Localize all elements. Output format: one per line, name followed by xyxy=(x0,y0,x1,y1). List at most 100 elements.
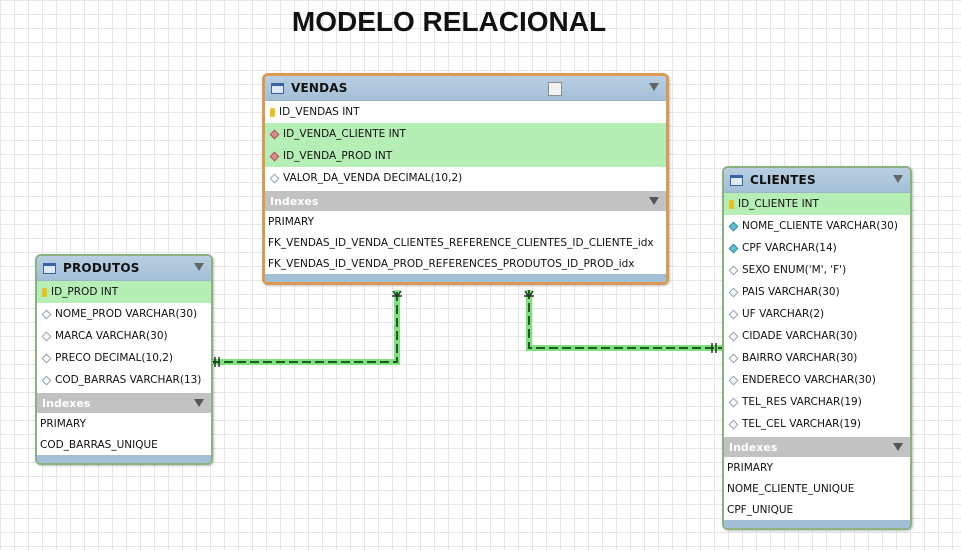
column-row[interactable]: COD_BARRAS VARCHAR(13) xyxy=(37,369,211,391)
column-icon xyxy=(728,331,739,341)
column-row[interactable]: ID_PROD INT xyxy=(37,281,211,303)
indexes-label: Indexes xyxy=(729,440,778,454)
column-row[interactable]: TEL_CEL VARCHAR(19) xyxy=(724,413,910,435)
column-row[interactable]: CIDADE VARCHAR(30) xyxy=(724,325,910,347)
collapse-arrow-icon[interactable] xyxy=(649,197,659,205)
column-icon xyxy=(41,375,52,385)
table-clientes[interactable]: CLIENTES ID_CLIENTE INT NOME_CLIENTE VAR… xyxy=(722,166,912,530)
index-label: PRIMARY xyxy=(268,215,315,228)
index-row[interactable]: FK_VENDAS_ID_VENDA_PROD_REFERENCES_PRODU… xyxy=(265,253,666,274)
column-label: PAIS VARCHAR(30) xyxy=(742,286,840,298)
index-label: FK_VENDAS_ID_VENDA_CLIENTES_REFERENCE_CL… xyxy=(268,236,654,249)
relationship-vendas-produtos[interactable] xyxy=(211,290,402,367)
column-label: CPF VARCHAR(14) xyxy=(742,242,837,254)
column-label: UF VARCHAR(2) xyxy=(742,308,825,320)
column-row[interactable]: NOME_PROD VARCHAR(30) xyxy=(37,303,211,325)
column-label: NOME_PROD VARCHAR(30) xyxy=(55,308,198,320)
column-label: ID_CLIENTE INT xyxy=(738,198,819,210)
column-label: TEL_CEL VARCHAR(19) xyxy=(742,418,862,430)
column-label: COD_BARRAS VARCHAR(13) xyxy=(55,374,202,386)
primary-key-icon xyxy=(270,107,275,117)
column-label: SEXO ENUM('M', 'F') xyxy=(742,264,847,276)
column-row[interactable]: NOME_CLIENTE VARCHAR(30) xyxy=(724,215,910,237)
collapse-arrow-icon[interactable] xyxy=(194,399,204,407)
table-name: CLIENTES xyxy=(750,173,816,187)
index-row[interactable]: NOME_CLIENTE_UNIQUE xyxy=(724,478,910,499)
indexes-header[interactable]: Indexes xyxy=(37,393,211,413)
collapse-arrow-icon[interactable] xyxy=(649,83,659,91)
table-icon xyxy=(730,174,743,186)
column-row[interactable]: ID_CLIENTE INT xyxy=(724,193,910,215)
table-name: VENDAS xyxy=(291,81,348,95)
table-footer xyxy=(724,520,910,528)
column-row[interactable]: PAIS VARCHAR(30) xyxy=(724,281,910,303)
column-row[interactable]: ENDERECO VARCHAR(30) xyxy=(724,369,910,391)
column-icon xyxy=(269,173,280,183)
collapse-arrow-icon[interactable] xyxy=(194,263,204,271)
collapse-arrow-icon[interactable] xyxy=(893,443,903,451)
table-footer xyxy=(37,455,211,463)
column-icon xyxy=(41,331,52,341)
column-label: BAIRRO VARCHAR(30) xyxy=(742,352,858,364)
index-label: PRIMARY xyxy=(727,461,774,474)
column-row[interactable]: SEXO ENUM('M', 'F') xyxy=(724,259,910,281)
table-footer xyxy=(265,274,666,282)
indexes-header[interactable]: Indexes xyxy=(265,191,666,211)
index-row[interactable]: PRIMARY xyxy=(265,211,666,232)
column-label: ID_VENDA_PROD INT xyxy=(283,150,393,162)
indexes-header[interactable]: Indexes xyxy=(724,437,910,457)
primary-key-icon xyxy=(729,199,734,209)
index-row[interactable]: PRIMARY xyxy=(724,457,910,478)
column-row[interactable]: BAIRRO VARCHAR(30) xyxy=(724,347,910,369)
unique-column-icon xyxy=(728,243,739,253)
table-icon xyxy=(43,262,56,274)
index-label: COD_BARRAS_UNIQUE xyxy=(40,438,158,451)
column-row[interactable]: TEL_RES VARCHAR(19) xyxy=(724,391,910,413)
index-label: CPF_UNIQUE xyxy=(727,503,794,516)
index-row[interactable]: CPF_UNIQUE xyxy=(724,499,910,520)
checkbox-icon[interactable] xyxy=(548,82,562,96)
table-vendas[interactable]: VENDAS ID_VENDAS INT ID_VENDA_CLIENTE IN… xyxy=(262,73,669,285)
column-row[interactable]: ID_VENDA_PROD INT xyxy=(265,145,666,167)
column-row[interactable]: CPF VARCHAR(14) xyxy=(724,237,910,259)
column-label: TEL_RES VARCHAR(19) xyxy=(742,396,862,408)
column-label: ENDERECO VARCHAR(30) xyxy=(742,374,876,386)
column-label: ID_PROD INT xyxy=(51,286,119,298)
indexes-label: Indexes xyxy=(270,194,319,208)
column-icon xyxy=(728,353,739,363)
column-label: MARCA VARCHAR(30) xyxy=(55,330,168,342)
table-header[interactable]: VENDAS xyxy=(265,76,666,101)
column-icon xyxy=(728,265,739,275)
table-header[interactable]: PRODUTOS xyxy=(37,256,211,281)
table-produtos[interactable]: PRODUTOS ID_PROD INT NOME_PROD VARCHAR(3… xyxy=(35,254,213,465)
table-icon xyxy=(271,82,284,94)
collapse-arrow-icon[interactable] xyxy=(893,175,903,183)
column-row[interactable]: MARCA VARCHAR(30) xyxy=(37,325,211,347)
foreign-key-icon xyxy=(269,129,280,139)
column-row[interactable]: UF VARCHAR(2) xyxy=(724,303,910,325)
relationship-vendas-clientes[interactable] xyxy=(524,290,722,353)
index-label: FK_VENDAS_ID_VENDA_PROD_REFERENCES_PRODU… xyxy=(268,257,635,270)
index-row[interactable]: COD_BARRAS_UNIQUE xyxy=(37,434,211,455)
column-row[interactable]: ID_VENDA_CLIENTE INT xyxy=(265,123,666,145)
index-row[interactable]: FK_VENDAS_ID_VENDA_CLIENTES_REFERENCE_CL… xyxy=(265,232,666,253)
index-row[interactable]: PRIMARY xyxy=(37,413,211,434)
column-label: VALOR_DA_VENDA DECIMAL(10,2) xyxy=(283,172,463,184)
column-label: CIDADE VARCHAR(30) xyxy=(742,330,858,342)
column-icon xyxy=(728,287,739,297)
indexes-label: Indexes xyxy=(42,396,91,410)
primary-key-icon xyxy=(42,287,47,297)
table-header[interactable]: CLIENTES xyxy=(724,168,910,193)
index-label: NOME_CLIENTE_UNIQUE xyxy=(727,482,855,495)
table-name: PRODUTOS xyxy=(63,261,140,275)
column-row[interactable]: PRECO DECIMAL(10,2) xyxy=(37,347,211,369)
column-row[interactable]: ID_VENDAS INT xyxy=(265,101,666,123)
column-label: NOME_CLIENTE VARCHAR(30) xyxy=(742,220,898,232)
column-icon xyxy=(728,397,739,407)
column-label: PRECO DECIMAL(10,2) xyxy=(55,352,174,364)
column-icon xyxy=(41,353,52,363)
column-label: ID_VENDAS INT xyxy=(279,106,360,118)
column-row[interactable]: VALOR_DA_VENDA DECIMAL(10,2) xyxy=(265,167,666,189)
column-icon xyxy=(728,375,739,385)
